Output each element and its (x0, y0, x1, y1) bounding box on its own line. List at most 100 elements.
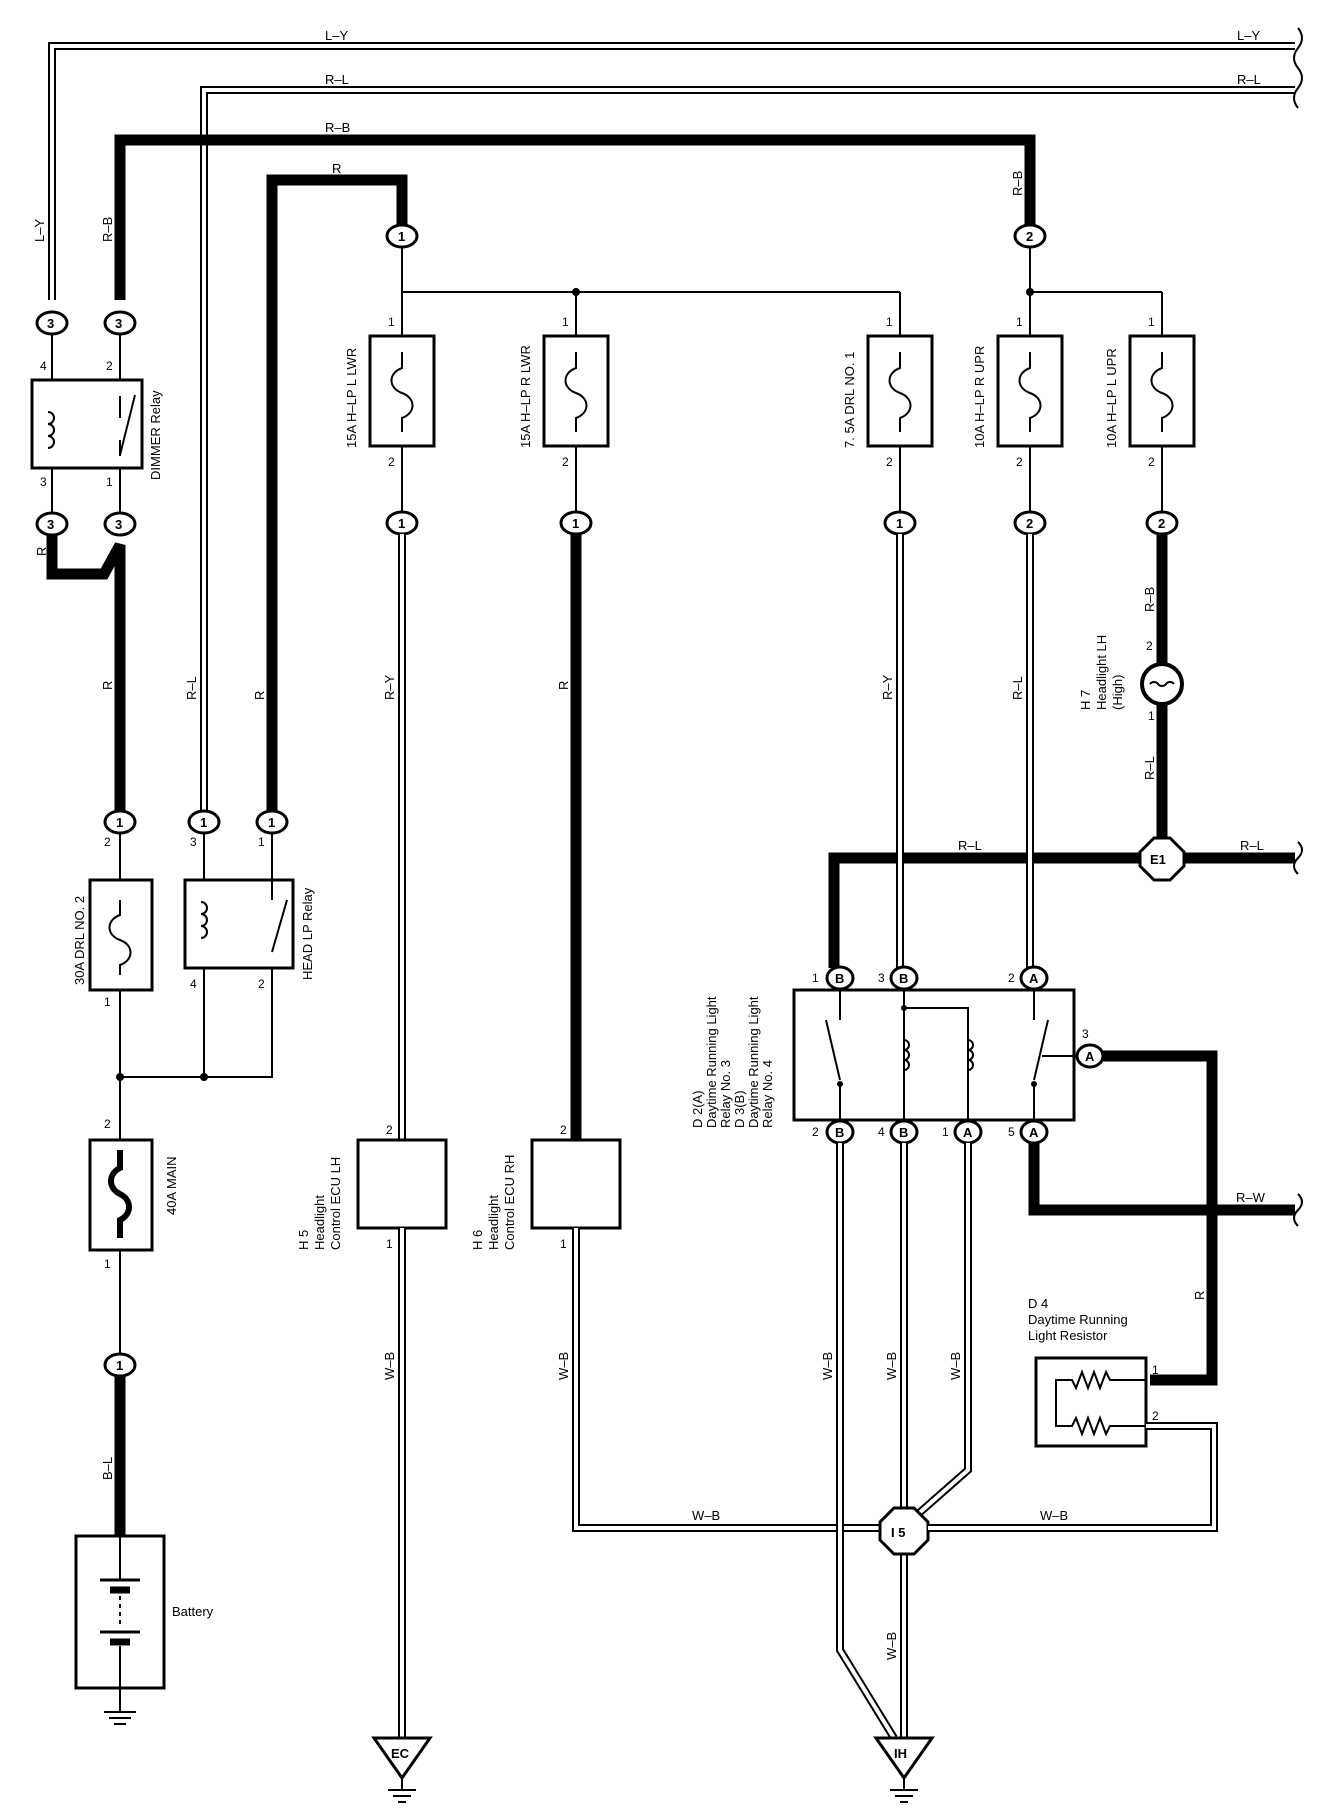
pin-headlp-4: 4 (190, 977, 197, 991)
ground-ec-icon: EC (371, 1736, 433, 1803)
dimmer-relay-switch-icon (119, 394, 136, 456)
drl-relay-box (792, 988, 1076, 1122)
junction-i5: I 5 (878, 1506, 930, 1556)
svg-text:A: A (1029, 971, 1039, 986)
connector-headlp-1a: 1 (187, 809, 221, 835)
h5-label-1: H 5 (296, 1230, 311, 1250)
d4-resistor-box (1034, 1356, 1148, 1448)
svg-text:2: 2 (886, 455, 893, 469)
fuse-drl-no2-label: 30A DRL NO. 2 (72, 896, 87, 985)
pin-h5-2: 2 (386, 1123, 393, 1137)
h6-label-3: Control ECU RH (502, 1155, 517, 1250)
svg-text:EC: EC (391, 1746, 410, 1761)
svg-text:B: B (835, 971, 844, 986)
fuse-icon (564, 352, 588, 432)
fuse-hlp-l-lwr: 1 15A H–LP L LWR 2 (344, 315, 436, 469)
connector-relay-2a: A (1019, 965, 1049, 991)
pin-h6-1: 1 (560, 1237, 567, 1251)
d3-label-1: D 3(B) (732, 1090, 747, 1128)
head-lp-relay-switch-icon (271, 899, 288, 953)
svg-text:3: 3 (115, 316, 122, 331)
connector-relay-1a: A (953, 1119, 983, 1145)
wire-label-rb-top: R–B (325, 120, 350, 135)
svg-text:15A H–LP L LWR: 15A H–LP L LWR (344, 348, 359, 448)
pin-dimmer-3: 3 (40, 475, 47, 489)
fuse-main-icon (108, 1150, 132, 1238)
wire-label-r-dimmer-b: R (100, 681, 115, 690)
svg-text:7. 5A DRL NO. 1: 7. 5A DRL NO. 1 (842, 352, 857, 448)
pin-d4-1: 1 (1152, 1363, 1159, 1377)
svg-text:IH: IH (894, 1746, 907, 1761)
d2-label-3: Relay No. 3 (718, 1060, 733, 1128)
d4-label-1: D 4 (1028, 1296, 1048, 1311)
connector-relay-3b: B (889, 965, 919, 991)
wire-wb-relay-to-ground (836, 1143, 972, 1741)
connector-fuse-out-2b: 2 (1145, 510, 1179, 536)
connector-headlp-1b: 1 (255, 809, 289, 835)
wire-label-rl-right: R–L (1237, 72, 1261, 87)
wire-label-rl-upr: R–L (1010, 676, 1025, 700)
h5-label-2: Headlight (312, 1195, 327, 1250)
drl-relay-switch-icon-b (1033, 1019, 1049, 1081)
svg-text:1: 1 (562, 315, 569, 329)
wire-label-wb-relay-2: W–B (884, 1352, 899, 1380)
h5-ecu-box (356, 1138, 448, 1230)
wire-rw (1028, 1143, 1295, 1216)
svg-text:2: 2 (1016, 455, 1023, 469)
wire-label-rl-e1-left: R–L (958, 838, 982, 853)
svg-text:1: 1 (116, 815, 123, 830)
splice-dot-a (116, 1073, 124, 1081)
wire-label-r-resistor: R (1192, 1291, 1207, 1300)
wire-label-ry-drl: R–Y (880, 674, 895, 700)
pin-relay-top-2: 2 (1008, 971, 1015, 985)
wire-label-rl-h7: R–L (1142, 756, 1157, 780)
drl-relay-coil-icon-a (903, 1039, 910, 1071)
connector-relay-4b: B (889, 1119, 919, 1145)
fuse-hlp-r-lwr: 1 15A H–LP R LWR 2 (518, 315, 610, 469)
svg-text:1: 1 (116, 1358, 123, 1373)
h6-label-1: H 6 (470, 1230, 485, 1250)
wire-label-wb-i5-right: W–B (1040, 1508, 1068, 1523)
connector-dimmer-top-3b: 3 (103, 310, 137, 336)
svg-text:B: B (899, 971, 908, 986)
head-lp-relay-label: HEAD LP Relay (300, 887, 315, 980)
wire-label-rb-right: R–B (1010, 171, 1025, 196)
fuse-icon (888, 352, 912, 432)
fuse-drl-no2-icon (108, 900, 132, 975)
wire-label-r-head-lp: R (252, 691, 267, 700)
splice-dot-b (200, 1073, 208, 1081)
h7-bulb-icon (1140, 662, 1184, 706)
head-lp-relay-box (183, 878, 295, 970)
h6-ecu-box (530, 1138, 622, 1230)
wire-r-dimmer (46, 535, 126, 812)
pin-drl2-1: 1 (104, 995, 111, 1009)
svg-text:1: 1 (398, 229, 405, 244)
battery-icon (100, 1536, 140, 1688)
svg-text:1: 1 (1148, 315, 1155, 329)
wire-label-wb-relay-1: W–B (820, 1352, 835, 1380)
svg-text:1: 1 (886, 315, 893, 329)
fuse-icon (390, 352, 414, 432)
svg-text:2: 2 (388, 455, 395, 469)
drl-relay-switch-icon-a (825, 1019, 841, 1081)
pin-drl2-2: 2 (104, 835, 111, 849)
connector-battery-1: 1 (103, 1352, 137, 1378)
connector-drl-1: 1 (103, 809, 137, 835)
pin-relay-bot-5: 5 (1008, 1125, 1015, 1139)
svg-text:2: 2 (1158, 516, 1165, 531)
connector-relay-2b: B (825, 1119, 855, 1145)
d4-label-2: Daytime Running (1028, 1312, 1128, 1327)
svg-text:2: 2 (1026, 516, 1033, 531)
pin-relay-bot-1: 1 (942, 1125, 949, 1139)
svg-text:10A H–LP R UPR: 10A H–LP R UPR (972, 346, 987, 448)
battery-label: Battery (172, 1604, 214, 1619)
wire-wb-h6-i5 (572, 1228, 880, 1532)
wire-label-wb-h5: W–B (382, 1352, 397, 1380)
svg-text:3: 3 (115, 517, 122, 532)
wire-rb-bus: R–B R–B R–B (100, 120, 1036, 300)
wire-wb-d4-i5 (928, 1422, 1218, 1532)
pin-main-1: 1 (104, 1257, 111, 1271)
svg-text:1: 1 (388, 315, 395, 329)
connector-dimmer-top-3a: 3 (35, 310, 69, 336)
